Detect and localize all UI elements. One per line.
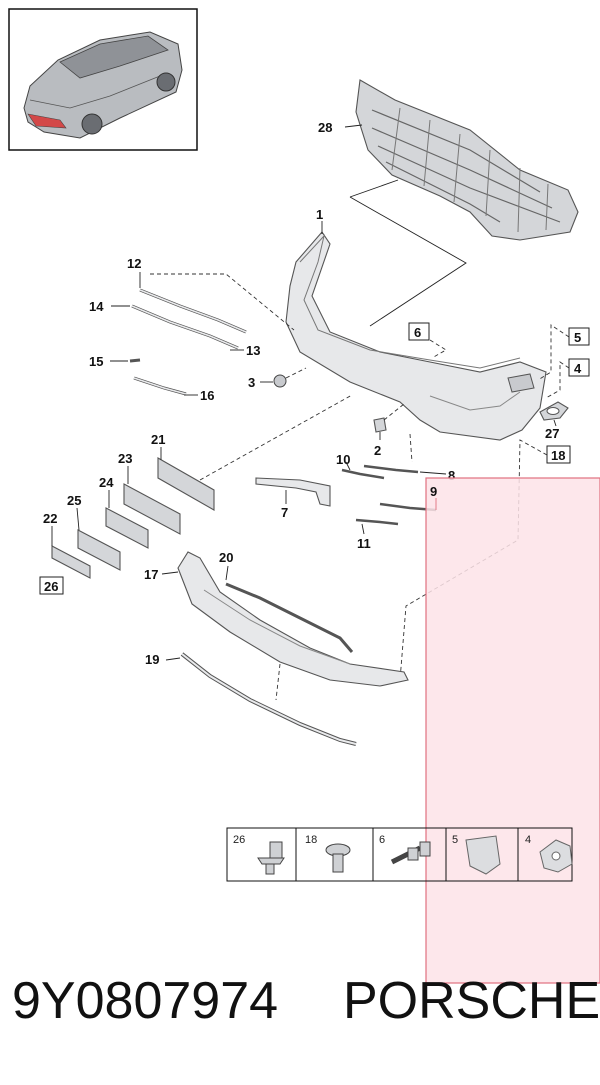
clip-icon: [465, 835, 501, 875]
fastener-label-26: 26: [233, 834, 245, 846]
callout-19: 19: [145, 652, 159, 667]
callout-15: 15: [89, 354, 103, 369]
callout-26: 26: [44, 579, 58, 594]
part-16-trim: [133, 376, 187, 396]
callout-17: 17: [144, 567, 158, 582]
callout-6: 6: [414, 325, 421, 340]
callout-20: 20: [219, 550, 233, 565]
bolt-icon: [390, 841, 431, 865]
callout-10: 10: [336, 452, 350, 467]
car-thumbnail: [8, 8, 198, 151]
callout-4: 4: [574, 361, 582, 376]
callout-2: 2: [374, 443, 381, 458]
part-27-bracket: [539, 401, 569, 421]
fastener-label-5: 5: [452, 834, 458, 846]
callout-8: 8: [448, 468, 455, 483]
fastener-label-6: 6: [379, 834, 385, 846]
callout-13: 13: [246, 343, 260, 358]
callout-16: 16: [200, 388, 214, 403]
part-22-plate: [51, 545, 91, 579]
callout-12: 12: [127, 256, 141, 271]
fastener-strip: 26 18 6 5 4: [226, 827, 573, 882]
part-23-plate: [123, 483, 181, 535]
footer: 9Y0807974 PORSCHE: [0, 965, 600, 1055]
callout-23: 23: [118, 451, 132, 466]
callout-14: 14: [89, 299, 104, 314]
part-20-strip: [225, 582, 354, 653]
part-number: 9Y0807974: [12, 972, 279, 1030]
part-11-strip: [355, 518, 399, 526]
part-7-deflector: [255, 477, 331, 507]
rivet-icon: [257, 841, 285, 875]
screw-icon: [325, 843, 351, 873]
callout-11: 11: [357, 536, 371, 551]
callout-25: 25: [67, 493, 81, 508]
fastener-label-18: 18: [305, 834, 317, 846]
nut-clip-icon: [539, 839, 573, 873]
callout-1: 1: [316, 207, 323, 222]
part-19-strip: [180, 652, 357, 746]
callout-28: 28: [318, 120, 332, 135]
part-1-bumper-cover: [285, 231, 547, 441]
part-3-cap: [273, 374, 287, 388]
callout-7: 7: [281, 505, 288, 520]
fastener-label-4: 4: [525, 834, 531, 846]
part-8-strip: [363, 464, 419, 474]
callout-21: 21: [151, 432, 165, 447]
callout-5: 5: [574, 330, 581, 345]
part-2-clip: [373, 417, 387, 433]
highlight-region: [425, 477, 600, 984]
callout-3: 3: [248, 375, 255, 390]
callout-27: 27: [545, 426, 559, 441]
callout-9: 9: [430, 484, 437, 499]
part-14-trim-strip: [131, 304, 239, 350]
part-12-trim-strip: [139, 288, 247, 334]
part-10-strip: [341, 468, 385, 480]
car-thumbnail-icon: [23, 31, 183, 139]
part-15-trim: [129, 358, 141, 363]
part-24-plate: [105, 507, 149, 549]
brand-name: PORSCHE: [343, 972, 600, 1030]
callout-24: 24: [99, 475, 114, 490]
part-25-plate: [77, 529, 121, 571]
part-21-plate: [157, 457, 215, 511]
callout-22: 22: [43, 511, 57, 526]
part-28-grille-frame: [355, 79, 579, 241]
part-17-lower-spoiler: [177, 551, 409, 687]
callout-18: 18: [551, 448, 565, 463]
